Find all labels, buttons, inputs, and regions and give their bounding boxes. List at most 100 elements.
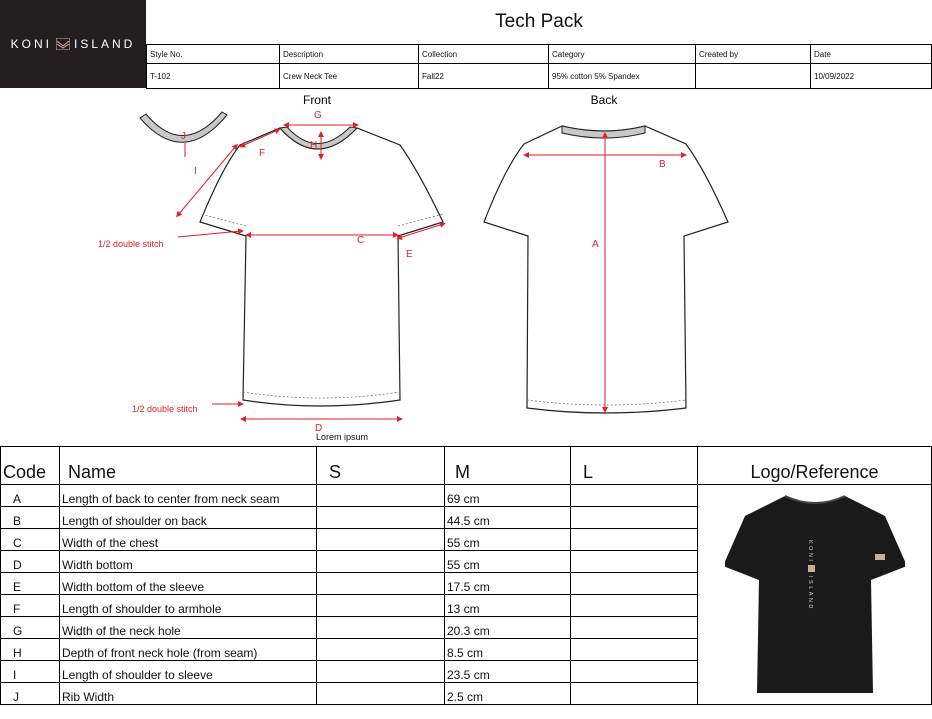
cell-code: B [0, 506, 60, 529]
reference-print: KONI ISLAND [807, 540, 815, 611]
back-tee [483, 125, 729, 414]
cell-m: 44.5 cm [444, 506, 571, 529]
cell-s [316, 682, 445, 705]
cell-l [570, 616, 698, 639]
col-name-header: Name [59, 446, 317, 485]
cell-code: E [0, 572, 60, 595]
back-label: Back [591, 93, 619, 107]
collection-label: Collection [418, 44, 549, 64]
category-value: 95% cotton 5% Spandex [548, 63, 696, 89]
point-label-a: A [592, 239, 599, 250]
cell-s [316, 616, 445, 639]
header-table: Style No. Description Collection Categor… [146, 44, 932, 89]
point-label-h: H [310, 140, 317, 151]
rib-detail [139, 111, 228, 143]
category-label: Category [548, 44, 696, 64]
cell-name: Length of shoulder on back [59, 506, 317, 529]
cell-m: 69 cm [444, 484, 571, 507]
cell-name: Rib Width [59, 682, 317, 705]
cell-name: Length of back to center from neck seam [59, 484, 317, 507]
cell-code: I [0, 660, 60, 683]
cell-code: A [0, 484, 60, 507]
stitch-note-hem: 1/2 double stitch [132, 404, 198, 414]
drawing-caption: Lorem ipsum [316, 432, 368, 442]
cell-m: 17.5 cm [444, 572, 571, 595]
measure-labels: G H F C E D I J B A 1/2 double stitch 1/… [98, 110, 666, 434]
reference-print-right: ISLAND [807, 576, 813, 611]
point-label-f: F [259, 148, 265, 159]
measure-lines [176, 122, 687, 422]
cell-name: Width bottom of the sleeve [59, 572, 317, 595]
cell-code: D [0, 550, 60, 573]
cell-name: Width of the neck hole [59, 616, 317, 639]
reference-image: KONI ISLAND [697, 484, 932, 705]
cell-s [316, 528, 445, 551]
brand-name-left: KONI [10, 37, 52, 51]
cell-l [570, 660, 698, 683]
cell-m: 20.3 cm [444, 616, 571, 639]
cell-s [316, 484, 445, 507]
reference-print-left: KONI [807, 540, 813, 563]
cell-code: H [0, 638, 60, 661]
sleeve-tag-icon [874, 554, 885, 560]
cell-l [570, 594, 698, 617]
cell-code: J [0, 682, 60, 705]
cell-s [316, 660, 445, 683]
point-label-e: E [406, 249, 413, 260]
date-label: Date [810, 44, 932, 64]
stitch-note-sleeve: 1/2 double stitch [98, 239, 164, 249]
front-tee [199, 126, 444, 407]
cell-name: Length of shoulder to armhole [59, 594, 317, 617]
cell-l [570, 528, 698, 551]
front-label: Front [303, 93, 332, 107]
cell-l [570, 484, 698, 507]
brand-mark-icon [55, 38, 70, 50]
cell-s [316, 550, 445, 573]
cell-s [316, 638, 445, 661]
cell-code: C [0, 528, 60, 551]
point-label-g: G [314, 110, 322, 121]
style-no-value: T-102 [146, 63, 280, 89]
col-m-header: M [444, 446, 571, 485]
point-label-d: D [315, 423, 322, 434]
cell-m: 8.5 cm [444, 638, 571, 661]
point-label-j: J [181, 131, 186, 142]
cell-l [570, 550, 698, 573]
description-value: Crew Neck Tee [279, 63, 419, 89]
cell-m: 23.5 cm [444, 660, 571, 683]
cell-code: G [0, 616, 60, 639]
brand-logo: KONI ISLAND [0, 0, 146, 88]
page-title: Tech Pack [146, 0, 932, 45]
cell-m: 55 cm [444, 528, 571, 551]
cell-name: Length of shoulder to sleeve [59, 660, 317, 683]
point-label-b: B [659, 159, 666, 170]
created-by-value [695, 63, 811, 89]
style-no-label: Style No. [146, 44, 280, 64]
reference-print-mark-icon [807, 565, 815, 572]
created-by-label: Created by [695, 44, 811, 64]
description-label: Description [279, 44, 419, 64]
cell-m: 13 cm [444, 594, 571, 617]
cell-m: 2.5 cm [444, 682, 571, 705]
col-l-header: L [570, 446, 698, 485]
point-label-i: I [194, 166, 197, 177]
cell-l [570, 506, 698, 529]
garment-sketch: Front Back G H F C E D [98, 93, 729, 442]
cell-m: 55 cm [444, 550, 571, 573]
col-code-header: Code [0, 446, 60, 485]
cell-l [570, 572, 698, 595]
cell-name: Width of the chest [59, 528, 317, 551]
col-ref-header: Logo/Reference [697, 446, 932, 485]
cell-name: Depth of front neck hole (from seam) [59, 638, 317, 661]
cell-s [316, 594, 445, 617]
collection-value: Fall22 [418, 63, 549, 89]
cell-name: Width bottom [59, 550, 317, 573]
cell-s [316, 572, 445, 595]
